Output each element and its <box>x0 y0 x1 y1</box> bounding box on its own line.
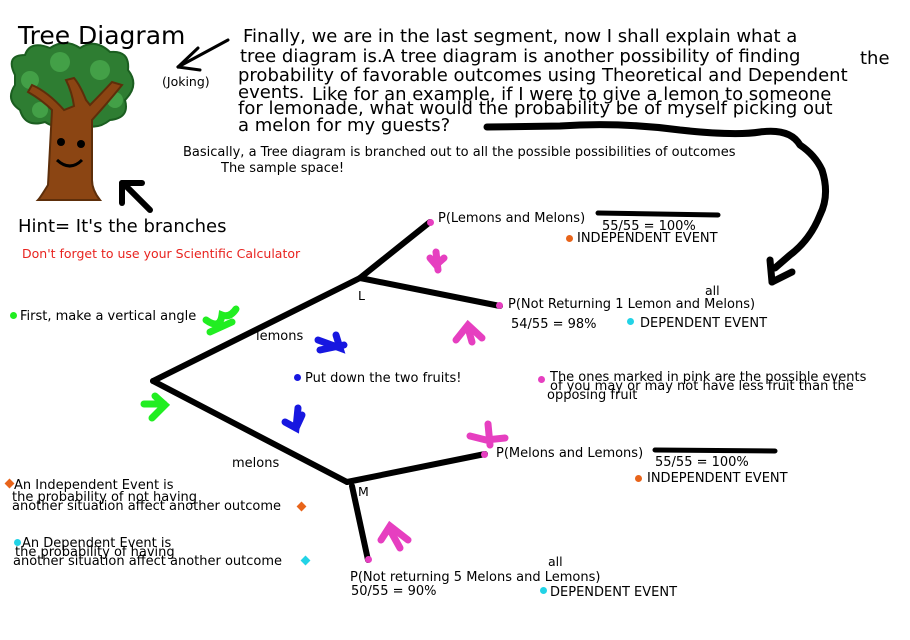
branch-label-melons: melons <box>232 456 280 471</box>
note-independent-line-2: the probability of not having <box>12 490 198 505</box>
outcome-endpoint-dot <box>496 302 503 309</box>
outcome-3-label: P(Melons and Lemons) <box>496 446 644 461</box>
note-bullet-cyan <box>14 539 21 546</box>
outcome-endpoint-dot <box>427 219 434 226</box>
note-pink-line-3: opposing fruit <box>547 388 638 403</box>
green-arrow-icon <box>140 305 240 422</box>
curved-arrow-icon <box>483 121 829 286</box>
branch-label-lemons: lemons <box>256 329 304 344</box>
outcome-2-probability: 54/55 = 98% <box>511 317 597 332</box>
note-dependent-line-1: An Dependent Event is <box>22 536 172 551</box>
note-bullet-blue <box>294 374 301 381</box>
blue-arrow-icon <box>281 331 348 434</box>
pointer-arrow-up-icon <box>119 180 153 213</box>
outcome-2-label: P(Not Returning 1 Lemon and Melons) <box>508 297 756 312</box>
dependent-event-dot <box>540 587 547 594</box>
outcome-1-probability: 55/55 = 100% <box>602 219 696 234</box>
explain-line-1: Basically, a Tree diagram is branched ou… <box>183 145 736 160</box>
intro-line-1: Finally, we are in the last segment, now… <box>243 26 798 47</box>
intro-line-3: probability of favorable outcomes using … <box>238 65 848 86</box>
tree-cartoon-icon <box>10 42 135 201</box>
joking-note: (Joking) <box>162 74 210 89</box>
independent-event-dot <box>566 235 573 242</box>
outcome-4-type: DEPENDENT EVENT <box>550 585 678 600</box>
outcome-1-label: P(Lemons and Melons) <box>438 211 586 226</box>
outcome-2-all: all <box>705 283 720 298</box>
page-title: Tree Diagram <box>18 21 186 50</box>
outcome-1-type: INDEPENDENT EVENT <box>577 231 718 246</box>
outcome-endpoint-dot <box>365 556 372 563</box>
note-independent-line-1: An Independent Event is <box>14 478 174 493</box>
intro-line-4: events. <box>238 82 305 103</box>
outcome-3-probability: 55/55 = 100% <box>655 455 749 470</box>
pink-arrow-icon <box>377 248 509 552</box>
note-bullet-pink <box>538 376 545 383</box>
node-label-m: M <box>358 484 369 499</box>
dependent-event-dot <box>627 318 634 325</box>
outcome-endpoint-dot <box>481 451 488 458</box>
node-label-l: L <box>358 288 365 303</box>
outcome-3-type: INDEPENDENT EVENT <box>647 471 788 486</box>
note-two-fruits: Put down the two fruits! <box>305 371 462 386</box>
scribble-strikethrough <box>595 210 778 454</box>
calculator-reminder: Don't forget to use your Scientific Calc… <box>22 246 301 261</box>
note-vertical-angle: First, make a vertical angle <box>20 309 197 324</box>
tree-branches <box>150 219 503 563</box>
intro-line-5: Like for an example, if I were to give a… <box>312 84 832 105</box>
intro-line-2: tree diagram is.A tree diagram is anothe… <box>240 46 801 67</box>
note-bullet-green <box>10 312 17 319</box>
pointer-arrow-icon <box>176 38 230 72</box>
intro-line-7: a melon for my guests? <box>238 115 451 136</box>
outcome-2-type: DEPENDENT EVENT <box>640 316 768 331</box>
intro-line-6: for lemonade, what would the probability… <box>238 98 833 119</box>
independent-event-dot <box>635 475 642 482</box>
explain-line-2: The sample space! <box>221 161 345 176</box>
note-pink-line-1: The ones marked in pink are the possible… <box>550 370 867 385</box>
outcome-4-all: all <box>548 554 563 569</box>
outcome-4-probability: 50/55 = 90% <box>351 584 437 599</box>
note-dependent-line-3: another situation affect another outcome <box>13 554 283 569</box>
note-independent-line-3: another situation affect another outcome <box>12 499 282 514</box>
hint-text: Hint= It's the branches <box>18 216 227 237</box>
note-pink-line-2: of you may or may not have less fruit th… <box>550 379 854 394</box>
intro-line-2-extra: the <box>860 48 890 69</box>
outcome-4-label: P(Not returning 5 Melons and Lemons) <box>350 570 601 585</box>
note-dependent-line-2: the probability of having <box>15 545 175 560</box>
